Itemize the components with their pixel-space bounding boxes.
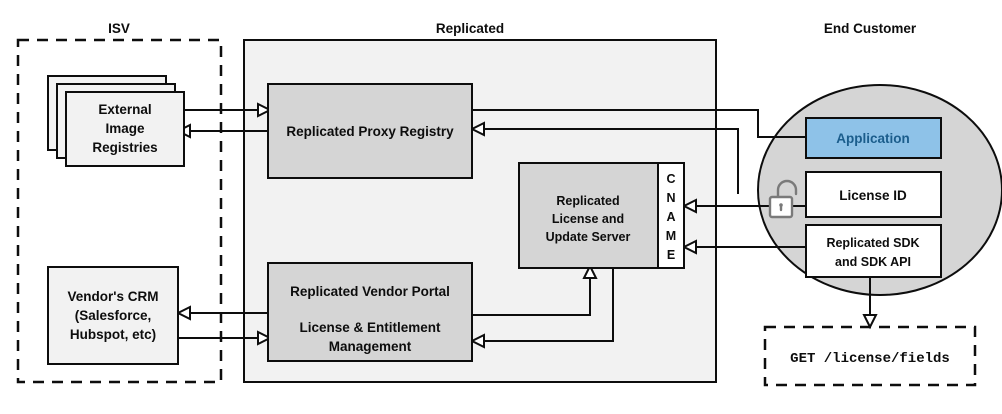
cname-box	[657, 162, 685, 269]
arrowhead-license-server-to-portal	[469, 333, 485, 349]
api-call-dashed-border	[763, 325, 977, 387]
arrowhead-sdk-to-cname	[681, 239, 697, 255]
cname-letter-m: M	[666, 229, 676, 243]
edge-license-server-to-portal	[484, 268, 614, 342]
replicated-sdk-label-line2: and SDK API	[835, 255, 911, 269]
node-replicated-license-update-server: Replicated License and Update Server	[518, 162, 659, 269]
node-license-id: License ID	[805, 171, 942, 218]
registry-stack-front	[65, 91, 185, 167]
registries-label-line3: Registries	[92, 140, 157, 155]
zone-label-end-customer: End Customer	[824, 21, 917, 36]
node-cname: C N A M E	[657, 162, 685, 269]
application-box	[805, 117, 942, 159]
vendor-portal-title: Replicated Vendor Portal	[290, 284, 450, 299]
arrowhead-application-to-proxy	[469, 121, 485, 137]
arrowhead-portal-to-crm	[175, 305, 191, 321]
license-id-label: License ID	[839, 188, 907, 203]
proxy-registry-box	[267, 83, 473, 179]
arrowhead-licenseid-to-cname	[681, 198, 697, 214]
node-replicated-vendor-portal: Replicated Vendor Portal License & Entit…	[267, 262, 473, 362]
application-label: Application	[836, 131, 910, 146]
license-server-label-line1: Replicated	[556, 194, 619, 208]
node-api-call: GET /license/fields	[763, 325, 977, 387]
cname-letter-a: A	[666, 210, 675, 224]
replicated-sdk-label-line1: Replicated SDK	[826, 236, 919, 250]
edge-proxy-to-application	[472, 109, 806, 138]
replicated-sdk-box	[805, 224, 942, 278]
vendor-portal-box	[267, 262, 473, 362]
api-call-label: GET /license/fields	[790, 351, 950, 367]
node-application: Application	[805, 117, 942, 159]
node-vendors-crm: Vendor's CRM (Salesforce, Hubspot, etc)	[47, 266, 179, 365]
cname-letter-c: C	[666, 172, 675, 186]
vendor-portal-subtitle-line1: License & Entitlement	[299, 320, 441, 335]
node-replicated-proxy-registry: Replicated Proxy Registry	[267, 83, 473, 179]
vendor-portal-subtitle-line2: Management	[329, 339, 412, 354]
zone-isv-border	[16, 38, 223, 384]
zone-label-isv: ISV	[108, 21, 130, 36]
unlock-shackle	[776, 179, 798, 199]
edge-application-to-proxy	[484, 128, 739, 194]
license-update-server-box	[518, 162, 659, 269]
registries-label-line2: Image	[105, 121, 145, 136]
license-id-box	[805, 171, 942, 218]
vendors-crm-label-line3: Hubspot, etc)	[70, 327, 156, 342]
node-external-image-registries: External Image Registries	[47, 75, 185, 167]
cname-letter-n: N	[666, 191, 675, 205]
arrowhead-crm-to-portal	[257, 330, 273, 346]
license-server-label-line2: License and	[552, 212, 624, 226]
proxy-registry-label: Replicated Proxy Registry	[286, 124, 454, 139]
arrowhead-registries-to-proxy	[257, 102, 273, 118]
edge-portal-to-license-server	[472, 278, 591, 316]
arrowhead-sdk-to-api-call	[862, 314, 878, 330]
zone-label-replicated: Replicated	[436, 21, 504, 36]
registries-label-line1: External	[98, 102, 151, 117]
cname-letter-e: E	[667, 248, 675, 262]
license-server-label-line3: Update Server	[546, 230, 631, 244]
vendors-crm-label-line2: (Salesforce,	[75, 308, 152, 323]
vendors-crm-label-line1: Vendor's CRM	[68, 289, 159, 304]
arrowhead-portal-to-license-server	[582, 263, 598, 279]
node-replicated-sdk: Replicated SDK and SDK API	[805, 224, 942, 278]
vendors-crm-box	[47, 266, 179, 365]
unlock-icon	[768, 179, 798, 219]
